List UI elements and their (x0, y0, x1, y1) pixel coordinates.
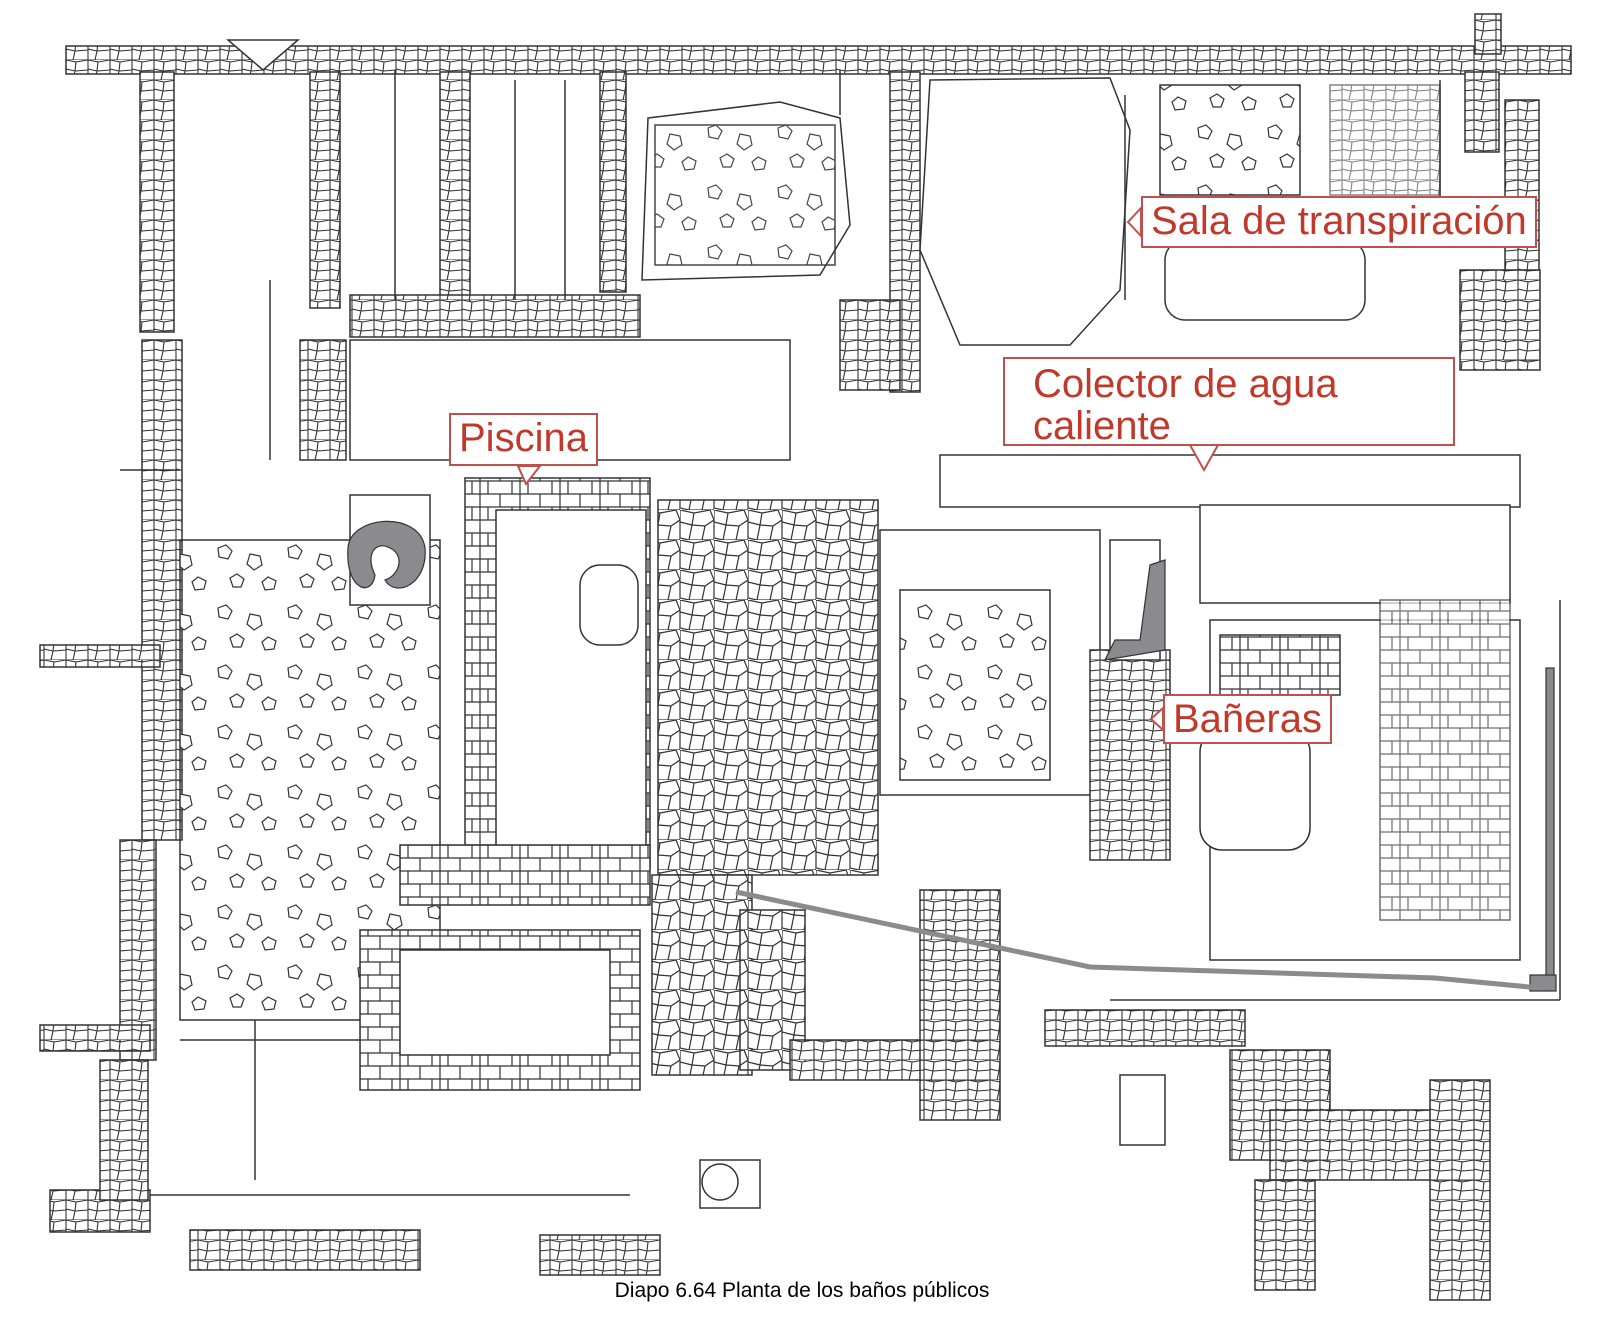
label-baneras: Bañeras (1163, 694, 1332, 744)
label-piscina: Piscina (449, 413, 598, 466)
label-sala-de-transpiracion: Sala de transpiración (1141, 196, 1537, 248)
label-colector-de-agua-caliente: Colector de agua caliente (1003, 357, 1455, 447)
figure-caption: Diapo 6.64 Planta de los baños públicos (614, 1279, 990, 1302)
